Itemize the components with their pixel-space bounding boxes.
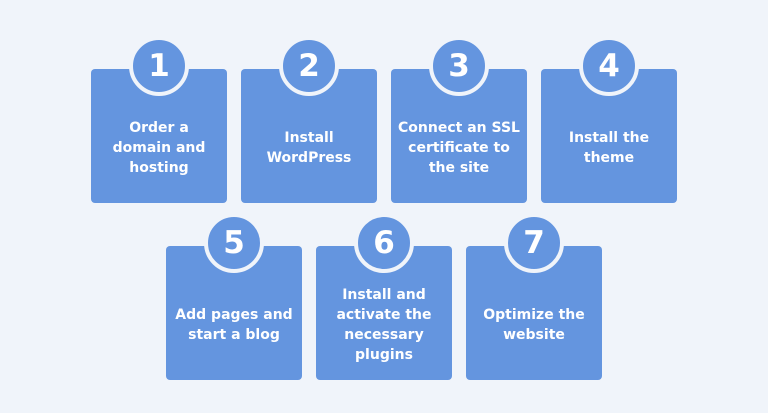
step-number: 2 bbox=[298, 47, 320, 84]
step-label: Add pages and start a blog bbox=[172, 276, 296, 374]
step-label: Install WordPress bbox=[249, 99, 369, 197]
step-number: 6 bbox=[373, 224, 395, 261]
step-number-badge: 2 bbox=[279, 36, 339, 96]
step-label-text: Install and activate the necessary plugi… bbox=[336, 287, 432, 363]
step-card-1: 1 Order a domain and hosting bbox=[91, 36, 227, 203]
step-number: 3 bbox=[448, 47, 470, 84]
step-label: Connect an SSL certificate to the site bbox=[397, 99, 521, 197]
step-number-badge: 4 bbox=[579, 36, 639, 96]
step-card-2: 2 Install WordPress bbox=[241, 36, 377, 203]
step-label: Install and activate the necessary plugi… bbox=[324, 276, 444, 374]
step-label: Order a domain and hosting bbox=[99, 99, 219, 197]
step-label-text: Install the theme bbox=[568, 130, 650, 166]
step-card-6: 6 Install and activate the necessary plu… bbox=[316, 213, 452, 380]
step-label-text: Optimize the website bbox=[483, 307, 585, 343]
step-number: 1 bbox=[148, 47, 170, 84]
step-label: Install the theme bbox=[549, 99, 669, 197]
step-label-text: Install WordPress bbox=[266, 130, 352, 166]
step-number: 5 bbox=[223, 224, 245, 261]
step-label-text: Add pages and start a blog bbox=[175, 307, 293, 343]
step-label: Optimize the website bbox=[474, 276, 594, 374]
step-card-7: 7 Optimize the website bbox=[466, 213, 602, 380]
step-number-badge: 6 bbox=[354, 213, 414, 273]
step-number-badge: 5 bbox=[204, 213, 264, 273]
step-number: 4 bbox=[598, 47, 620, 84]
step-label-text: Order a domain and hosting bbox=[112, 120, 206, 176]
step-card-3: 3 Connect an SSL certificate to the site bbox=[391, 36, 527, 203]
step-number-badge: 1 bbox=[129, 36, 189, 96]
step-card-5: 5 Add pages and start a blog bbox=[166, 213, 302, 380]
step-card-4: 4 Install the theme bbox=[541, 36, 677, 203]
step-number-badge: 7 bbox=[504, 213, 564, 273]
step-number: 7 bbox=[523, 224, 545, 261]
step-number-badge: 3 bbox=[429, 36, 489, 96]
step-label-text: Connect an SSL certificate to the site bbox=[398, 120, 520, 176]
